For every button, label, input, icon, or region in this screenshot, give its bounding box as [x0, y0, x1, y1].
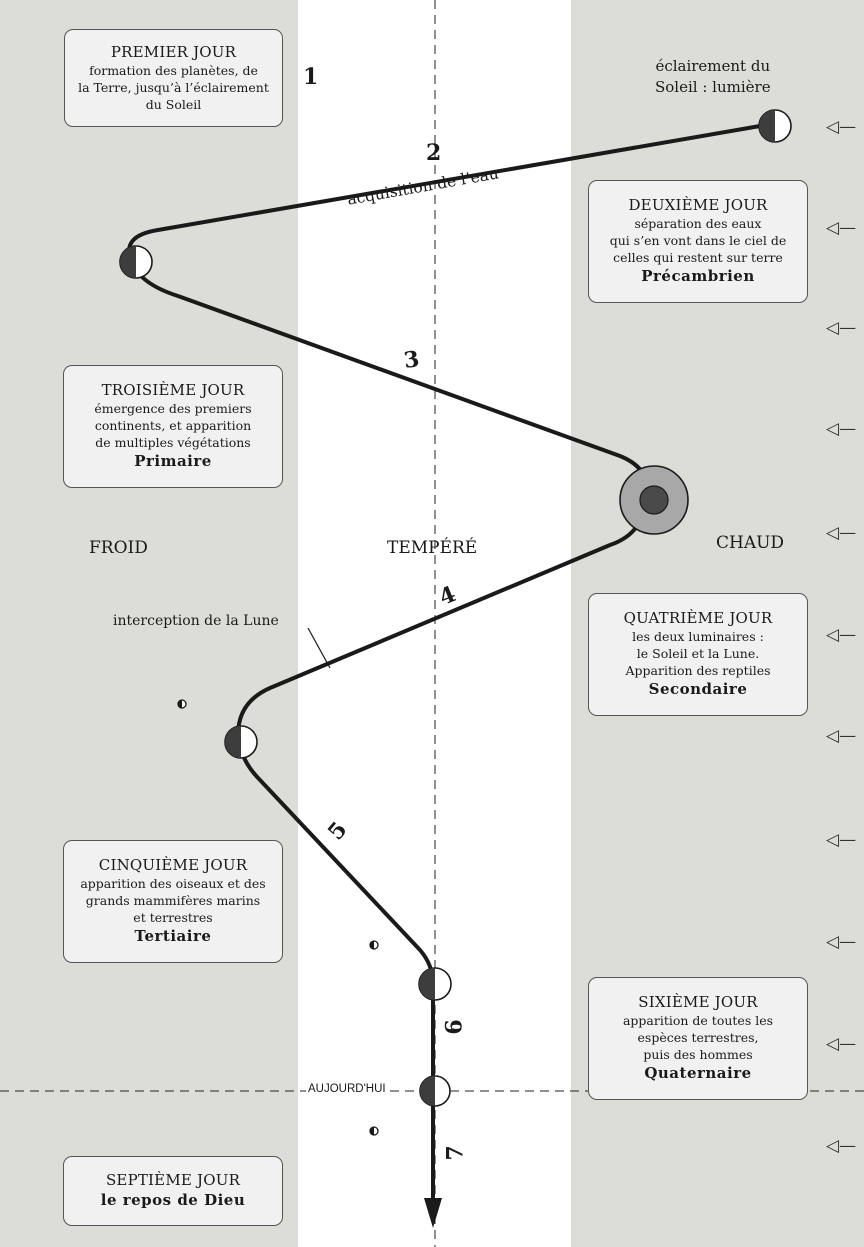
- zone-cold-label: FROID: [89, 538, 148, 558]
- day-6-era: Quaternaire: [644, 1064, 752, 1082]
- day-7-box: SEPTIÈME JOUR le repos de Dieu: [63, 1156, 283, 1226]
- day-6-line-2: espèces terrestres,: [637, 1030, 759, 1045]
- day-3-era: Primaire: [134, 452, 212, 470]
- day-2-box: DEUXIÈME JOUR séparation des eaux qui s’…: [588, 180, 808, 303]
- day-3-line-3: de multiples végétations: [95, 435, 251, 450]
- timeline-arrow-8: ◁—: [826, 830, 857, 850]
- day-7-title: SEPTIÈME JOUR: [105, 1171, 241, 1189]
- timeline-arrow-4: ◁—: [826, 419, 857, 439]
- sunlight-annotation-line-1: éclairement du: [655, 57, 771, 75]
- day-5-line-1: apparition des oiseaux et des: [80, 876, 266, 891]
- moon-water-marker: [119, 245, 153, 279]
- day-2-line-3: celles qui restent sur terre: [613, 250, 783, 265]
- day-1-line-2: la Terre, jusqu’à l’éclairement: [78, 80, 269, 95]
- sunlight-annotation: éclairement du Soleil : lumière: [655, 56, 771, 98]
- day-4-line-3: Apparition des reptiles: [625, 663, 771, 678]
- small-moon-dot-3: [369, 1126, 379, 1136]
- timeline-arrow-1: ◁—: [826, 117, 857, 137]
- day-6-line-3: puis des hommes: [643, 1047, 753, 1062]
- day-2-line-1: séparation des eaux: [634, 216, 762, 231]
- day-4-line-2: le Soleil et la Lune.: [636, 646, 760, 661]
- day-6-title: SIXIÈME JOUR: [638, 993, 758, 1011]
- moon-sunlight-marker: [758, 109, 792, 143]
- day-1-line-1: formation des planètes, de: [89, 63, 258, 78]
- day-1-line-3: du Soleil: [145, 97, 202, 112]
- cold-zone-band: [0, 0, 298, 1247]
- moon-today-marker: [419, 1075, 451, 1107]
- day-5-era: Tertiaire: [134, 927, 212, 945]
- day-3-title: TROISIÈME JOUR: [101, 381, 245, 399]
- day-5-box: CINQUIÈME JOUR apparition des oiseaux et…: [63, 840, 283, 963]
- day-1-box: PREMIER JOUR formation des planètes, de …: [64, 29, 283, 127]
- small-moon-dot-2: [369, 940, 379, 950]
- segment-1-number: 1: [303, 64, 319, 90]
- day-5-title: CINQUIÈME JOUR: [98, 856, 248, 874]
- timeline-arrow-9: ◁—: [826, 932, 857, 952]
- timeline-arrow-3: ◁—: [826, 318, 857, 338]
- timeline-arrow-11: ◁—: [826, 1136, 857, 1156]
- day-3-line-2: continents, et apparition: [94, 418, 252, 433]
- day-2-era: Précambrien: [641, 267, 755, 285]
- day-4-box: QUATRIÈME JOUR les deux luminaires : le …: [588, 593, 808, 716]
- timeline-arrow-2: ◁—: [826, 218, 857, 238]
- day-5-line-3: et terrestres: [133, 910, 213, 925]
- small-moon-dot-1: [177, 699, 187, 709]
- timeline-arrow-6: ◁—: [826, 625, 857, 645]
- day-4-line-1: les deux luminaires :: [632, 629, 764, 644]
- timeline-arrow-5: ◁—: [826, 523, 857, 543]
- day-4-title: QUATRIÈME JOUR: [623, 609, 773, 627]
- segment-7-number: 7: [442, 1145, 469, 1161]
- segment-6-number: 6: [441, 1019, 468, 1035]
- timeline-arrow-10: ◁—: [826, 1034, 857, 1054]
- sun-marker: [619, 465, 689, 535]
- day-6-line-1: apparition de toutes les: [622, 1013, 774, 1028]
- sunlight-annotation-line-2: Soleil : lumière: [655, 78, 771, 96]
- day-7-era: le repos de Dieu: [100, 1191, 246, 1209]
- day-3-line-1: émergence des premiers: [94, 401, 252, 416]
- day-2-title: DEUXIÈME JOUR: [628, 196, 768, 214]
- zone-hot-label: CHAUD: [716, 533, 785, 553]
- moon-interception-marker: [224, 725, 258, 759]
- moon-interception-annotation: interception de la Lune: [113, 613, 279, 629]
- timeline-arrow-7: ◁—: [826, 726, 857, 746]
- zone-temperate-label: TEMPÉRÉ: [387, 538, 478, 558]
- day-2-line-2: qui s’en vont dans le ciel de: [609, 233, 787, 248]
- day-1-title: PREMIER JOUR: [110, 43, 237, 61]
- day-5-line-2: grands mammifères marins: [85, 893, 261, 908]
- day-6-box: SIXIÈME JOUR apparition de toutes les es…: [588, 977, 808, 1100]
- day-4-era: Secondaire: [648, 680, 748, 698]
- moon-interception-leader: [307, 627, 331, 669]
- segment-2-number: 2: [426, 140, 442, 166]
- moon-sixth-day-marker: [418, 967, 452, 1001]
- day-3-box: TROISIÈME JOUR émergence des premiers co…: [63, 365, 283, 488]
- future-arrowhead: [424, 1198, 442, 1228]
- today-label: AUJOURD'HUI: [306, 1083, 388, 1095]
